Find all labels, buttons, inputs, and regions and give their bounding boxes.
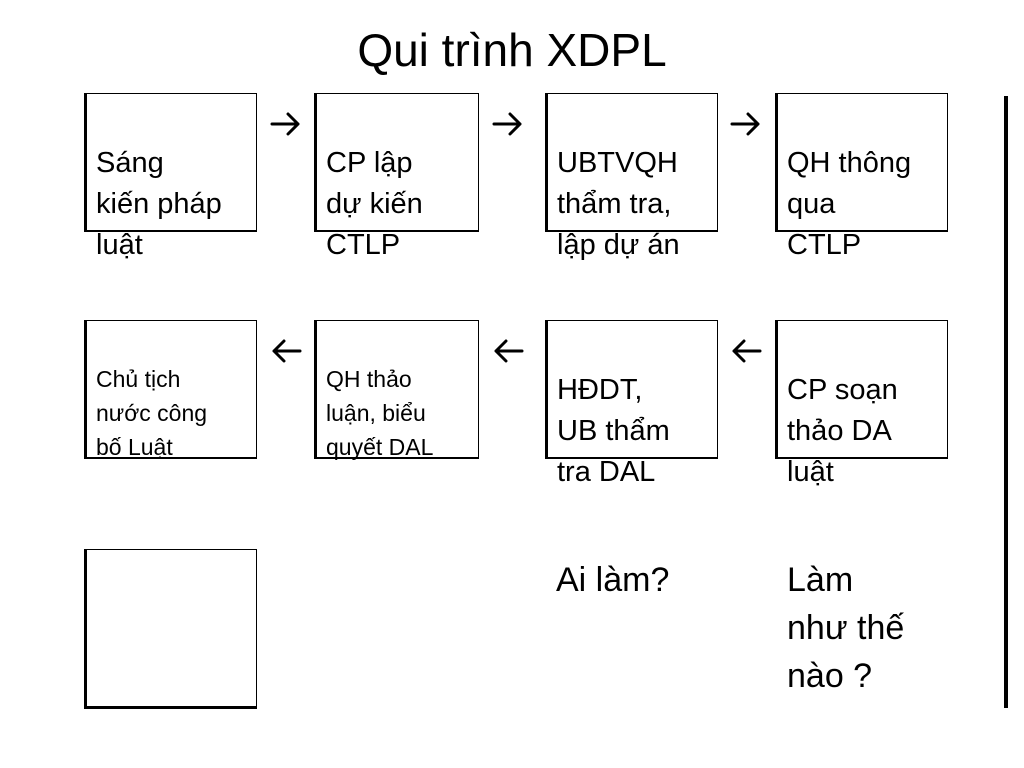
right-divider-line <box>1004 96 1008 708</box>
arrow-left-icon <box>268 333 304 369</box>
step-box-standing-committee-review: UBTVQH thẩm tra, lập dự án <box>545 93 718 261</box>
step-label: CP lập dự kiến CTLP <box>326 147 423 261</box>
step-label: Chủ tịch nước công bố Luật <box>96 366 208 460</box>
arrow-left-icon <box>728 333 764 369</box>
step-box-government-program: CP lập dự kiến CTLP <box>314 93 479 261</box>
step-box-assembly-debates-votes: QH thảo luận, biểu quyết DAL <box>314 320 479 460</box>
step-label: CP soạn thảo DA luật <box>787 374 898 488</box>
step-box-government-drafts-law: CP soạn thảo DA luật <box>775 320 948 488</box>
step-box-president-promulgates: Chủ tịch nước công bố Luật <box>84 320 257 460</box>
question-who: Ai làm? <box>556 561 670 599</box>
arrow-right-icon <box>490 106 526 142</box>
empty-box <box>84 549 257 709</box>
step-label: Sáng kiến pháp luật <box>96 147 222 261</box>
step-label: HĐDT, UB thẩm tra DAL <box>557 374 670 488</box>
slide-title: Qui trình XDPL <box>357 24 667 76</box>
step-box-assembly-approves-program: QH thông qua CTLP <box>775 93 948 261</box>
step-box-legislative-initiative: Sáng kiến pháp luật <box>84 93 257 261</box>
step-label: QH thảo luận, biểu quyết DAL <box>326 366 434 460</box>
arrow-left-icon <box>490 333 526 369</box>
arrow-right-icon <box>268 106 304 142</box>
step-box-council-review-draft: HĐDT, UB thẩm tra DAL <box>545 320 718 488</box>
step-label: QH thông qua CTLP <box>787 147 912 261</box>
step-label: UBTVQH thẩm tra, lập dự án <box>557 147 680 261</box>
question-how: Làm như thế nào ? <box>787 561 905 695</box>
arrow-right-icon <box>728 106 764 142</box>
